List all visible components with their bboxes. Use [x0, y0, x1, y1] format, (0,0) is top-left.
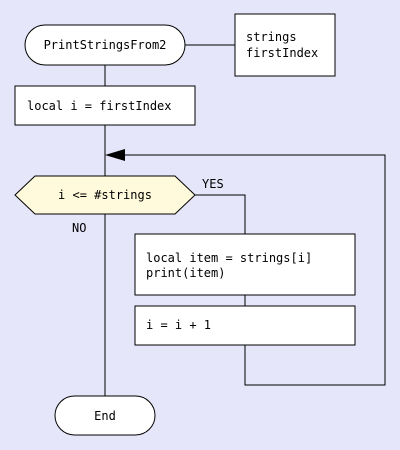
start-shape: [24, 24, 186, 66]
body-process: local item = strings[i] print(item): [134, 233, 356, 296]
loop-back-line: [125, 154, 386, 386]
condition-label: i <= #strings: [58, 188, 152, 202]
condition-decision: i <= #strings: [14, 175, 196, 215]
loop-arrowhead: [105, 149, 125, 161]
end-shape: [54, 395, 156, 436]
increment-process: i = i + 1: [134, 305, 356, 346]
init-shape: [14, 85, 196, 126]
init-process: local i = firstIndex: [14, 85, 196, 126]
condition-shape: [14, 175, 196, 215]
end-terminator: End: [54, 395, 156, 436]
start-terminator: PrintStringsFrom2: [24, 24, 186, 66]
params-line-2: firstIndex: [246, 46, 318, 60]
connectors: [104, 44, 386, 396]
yes-branch-line: [195, 194, 246, 234]
increment-shape: [134, 305, 356, 346]
body-line-1: local item = strings[i]: [146, 251, 312, 265]
params-box: strings firstIndex: [234, 13, 336, 77]
params-shape: [234, 13, 336, 77]
init-label: local i = firstIndex: [27, 99, 172, 113]
start-label: PrintStringsFrom2: [44, 38, 167, 52]
body-shape: [134, 233, 356, 296]
end-label: End: [94, 409, 116, 423]
increment-label: i = i + 1: [146, 318, 211, 332]
body-line-2: print(item): [146, 266, 225, 280]
no-label: NO: [72, 221, 86, 235]
params-line-1: strings: [246, 30, 297, 44]
yes-label: YES: [202, 177, 224, 191]
